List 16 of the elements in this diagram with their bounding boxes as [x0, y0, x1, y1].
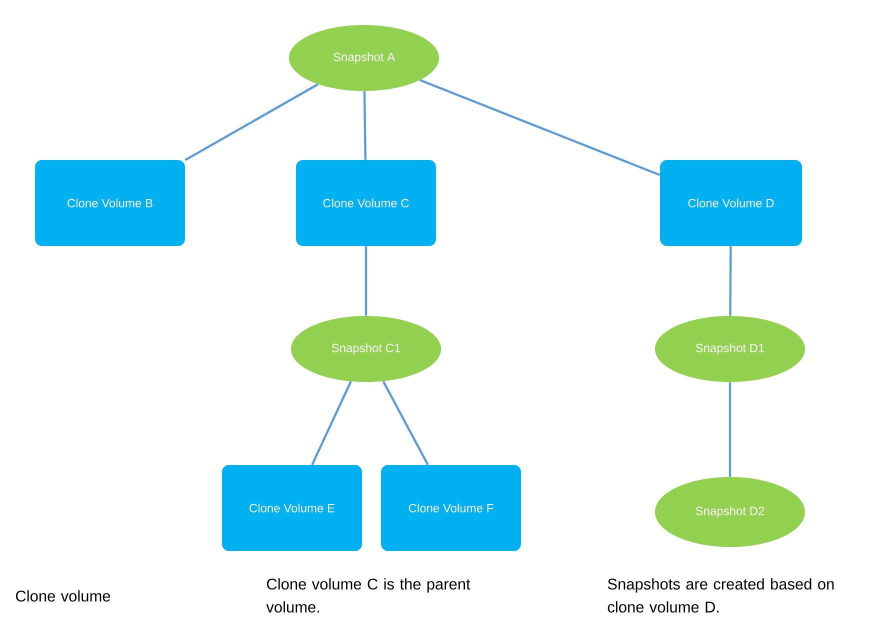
note-text: Clone volume [16, 590, 110, 602]
connector-line [184, 83, 319, 162]
connector-line [311, 381, 352, 466]
volume-box: Clone Volume E [222, 465, 362, 551]
connector-line [363, 91, 366, 160]
connector-line [728, 382, 732, 477]
volume-box: Clone Volume B [35, 160, 185, 246]
note-text: Snapshots are created based on clone volume D. [608, 578, 834, 613]
connector-line [364, 246, 368, 316]
volume-box: Clone Volume F [381, 465, 521, 551]
volume-box: Clone Volume D [660, 160, 802, 246]
volume-box: Clone Volume C [296, 160, 436, 246]
connector-line [420, 79, 660, 176]
connector-line [729, 246, 732, 316]
note-text: Clone volume C is the parent volume. [266, 578, 470, 613]
connector-line [382, 380, 429, 466]
